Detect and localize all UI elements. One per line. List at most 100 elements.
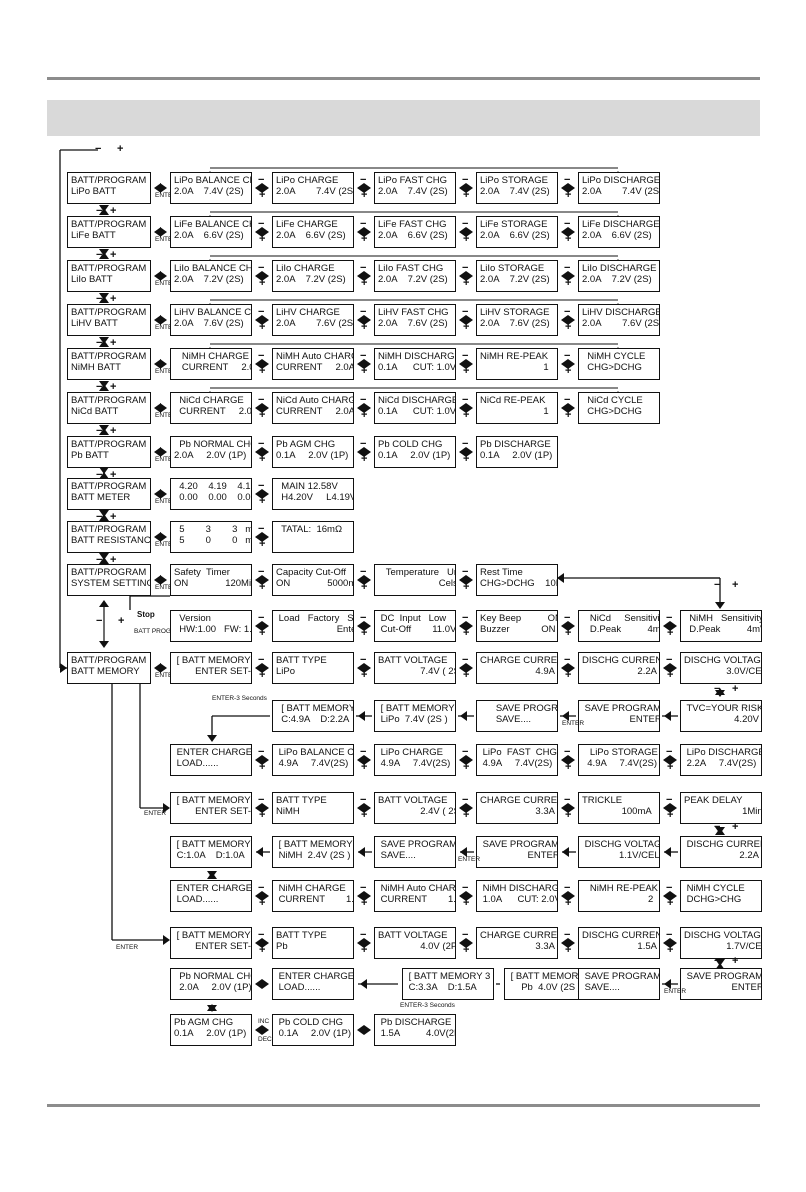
arrow-right xyxy=(670,755,677,765)
minus-key: − xyxy=(564,654,571,666)
plus-key: + xyxy=(463,809,470,821)
line-2: 0.1A 2.0V (1P) xyxy=(276,1028,351,1039)
arrow-left xyxy=(255,183,262,193)
plus-key: + xyxy=(361,627,368,639)
minus-key: − xyxy=(360,262,367,274)
bottom-rule xyxy=(47,1104,760,1107)
enter-label: ENTER xyxy=(116,944,139,951)
arrow-left xyxy=(459,447,466,457)
line-1: NiMH Sensitivity xyxy=(684,613,762,624)
arrow-right xyxy=(466,891,473,901)
arrow-right xyxy=(160,359,167,369)
plus-key: + xyxy=(667,809,674,821)
line-1: NiCd CYCLE xyxy=(582,395,643,406)
line-1: BATT/PROGRAM xyxy=(71,219,147,230)
arrow-left xyxy=(357,575,364,585)
memory-box: DISCHG CURRENT 1.5A xyxy=(578,927,660,959)
arrow-right xyxy=(364,621,371,631)
plus-key: + xyxy=(259,189,266,201)
memory-box: [ BATT MEMORY 2 ] ENTER SET-> xyxy=(170,792,252,824)
line-1: LiHV DISCHARGE xyxy=(582,307,660,318)
line-2: 2.0A 6.6V (2S) xyxy=(378,230,448,241)
arrow-right xyxy=(262,359,269,369)
memory-box: Pb NORMAL CHG 2.0A 2.0V (1P) xyxy=(170,968,252,1000)
arrow-left xyxy=(561,359,568,369)
arrow-right xyxy=(163,935,170,945)
arrow-left xyxy=(255,979,262,989)
arrow-right xyxy=(262,979,269,989)
arrow-right xyxy=(262,891,269,901)
minus-key: − xyxy=(360,794,367,806)
memory-box: NiMH CHARGE CURRENT 1.0A xyxy=(272,880,354,912)
line-2: Celsius xyxy=(438,578,455,589)
minus-key: − xyxy=(360,306,367,318)
arrow-down xyxy=(99,249,109,256)
arrow-right xyxy=(364,803,371,813)
plus-key: + xyxy=(565,761,572,773)
arrow-left xyxy=(154,227,161,237)
plus-key: + xyxy=(732,683,739,695)
line-1: [ BATT MEMORY 3 ] xyxy=(406,971,494,982)
line-2: Buzzer ON xyxy=(480,624,556,635)
plus-key: + xyxy=(259,809,266,821)
arrow-left xyxy=(459,271,466,281)
minus-key: − xyxy=(564,306,571,318)
memory-box: BATT VOLTAGE 7.4V ( 2S ) xyxy=(374,652,456,684)
menu-box: Temperature Unit Celsius xyxy=(374,564,456,596)
line-1: Safety Timer xyxy=(174,567,230,578)
line-1: LiHV STORAGE xyxy=(480,307,550,318)
plus-key: + xyxy=(667,897,674,909)
minus-key: − xyxy=(360,218,367,230)
arrow-left xyxy=(663,938,670,948)
line-2: 2.0A 7.4V (2S) xyxy=(276,186,354,197)
minus-key: − xyxy=(564,218,571,230)
line-1: DISCHG CURRENT xyxy=(582,655,660,666)
minus-key: − xyxy=(666,746,673,758)
minus-key: − xyxy=(564,350,571,362)
line-1: NiMH DISCHARGE xyxy=(480,883,558,894)
arrow-left xyxy=(357,663,364,673)
arrow-down xyxy=(99,205,109,212)
line-2: 1 xyxy=(480,362,549,373)
plus-key: + xyxy=(463,761,470,773)
line-1: BATT VOLTAGE xyxy=(378,795,448,806)
arrow-left xyxy=(562,847,569,857)
line-2: LiPo xyxy=(276,666,296,677)
line-1: ENTER CHARGER xyxy=(276,971,354,982)
memory-box: LiPo BALANCE CHG 4.9A 7.4V(2S) xyxy=(272,744,354,776)
line-2: 2.0A 7.2V (2S) xyxy=(378,274,448,285)
plus-key: + xyxy=(259,627,266,639)
arrow-up xyxy=(99,600,109,607)
line-1: LiHV FAST CHG xyxy=(378,307,449,318)
line-1: ENTER CHARGER xyxy=(174,747,252,758)
plus-key: + xyxy=(361,897,368,909)
minus-key: − xyxy=(96,511,103,523)
line-1: Pb AGM CHG xyxy=(276,439,336,450)
line-1: NiMH Auto CHARGE xyxy=(276,351,353,362)
line-2: 0.1A CUT: 1.0V xyxy=(378,406,456,417)
line-1: LiPo BALANCE CHG xyxy=(278,747,354,758)
minus-key: − xyxy=(96,381,103,393)
line-2: LiPo BATT xyxy=(71,186,117,197)
line-2: 2.0A 7.6V (2S) xyxy=(378,318,448,329)
header-band xyxy=(47,100,760,136)
line-1: BATT TYPE xyxy=(276,930,327,941)
arrow-left xyxy=(459,755,466,765)
arrow-right xyxy=(466,227,473,237)
minus-key: − xyxy=(258,794,265,806)
line-1: DISCHG CURRENT xyxy=(686,839,761,850)
minus-key: − xyxy=(462,438,469,450)
minus-key: − xyxy=(360,566,367,578)
line-1: [ BATT MEMORY 1 ] xyxy=(281,703,354,714)
line-1: BATT/PROGRAM xyxy=(71,655,147,666)
minus-key: − xyxy=(258,174,265,186)
arrow-right xyxy=(568,403,575,413)
arrow-down xyxy=(207,1005,217,1012)
